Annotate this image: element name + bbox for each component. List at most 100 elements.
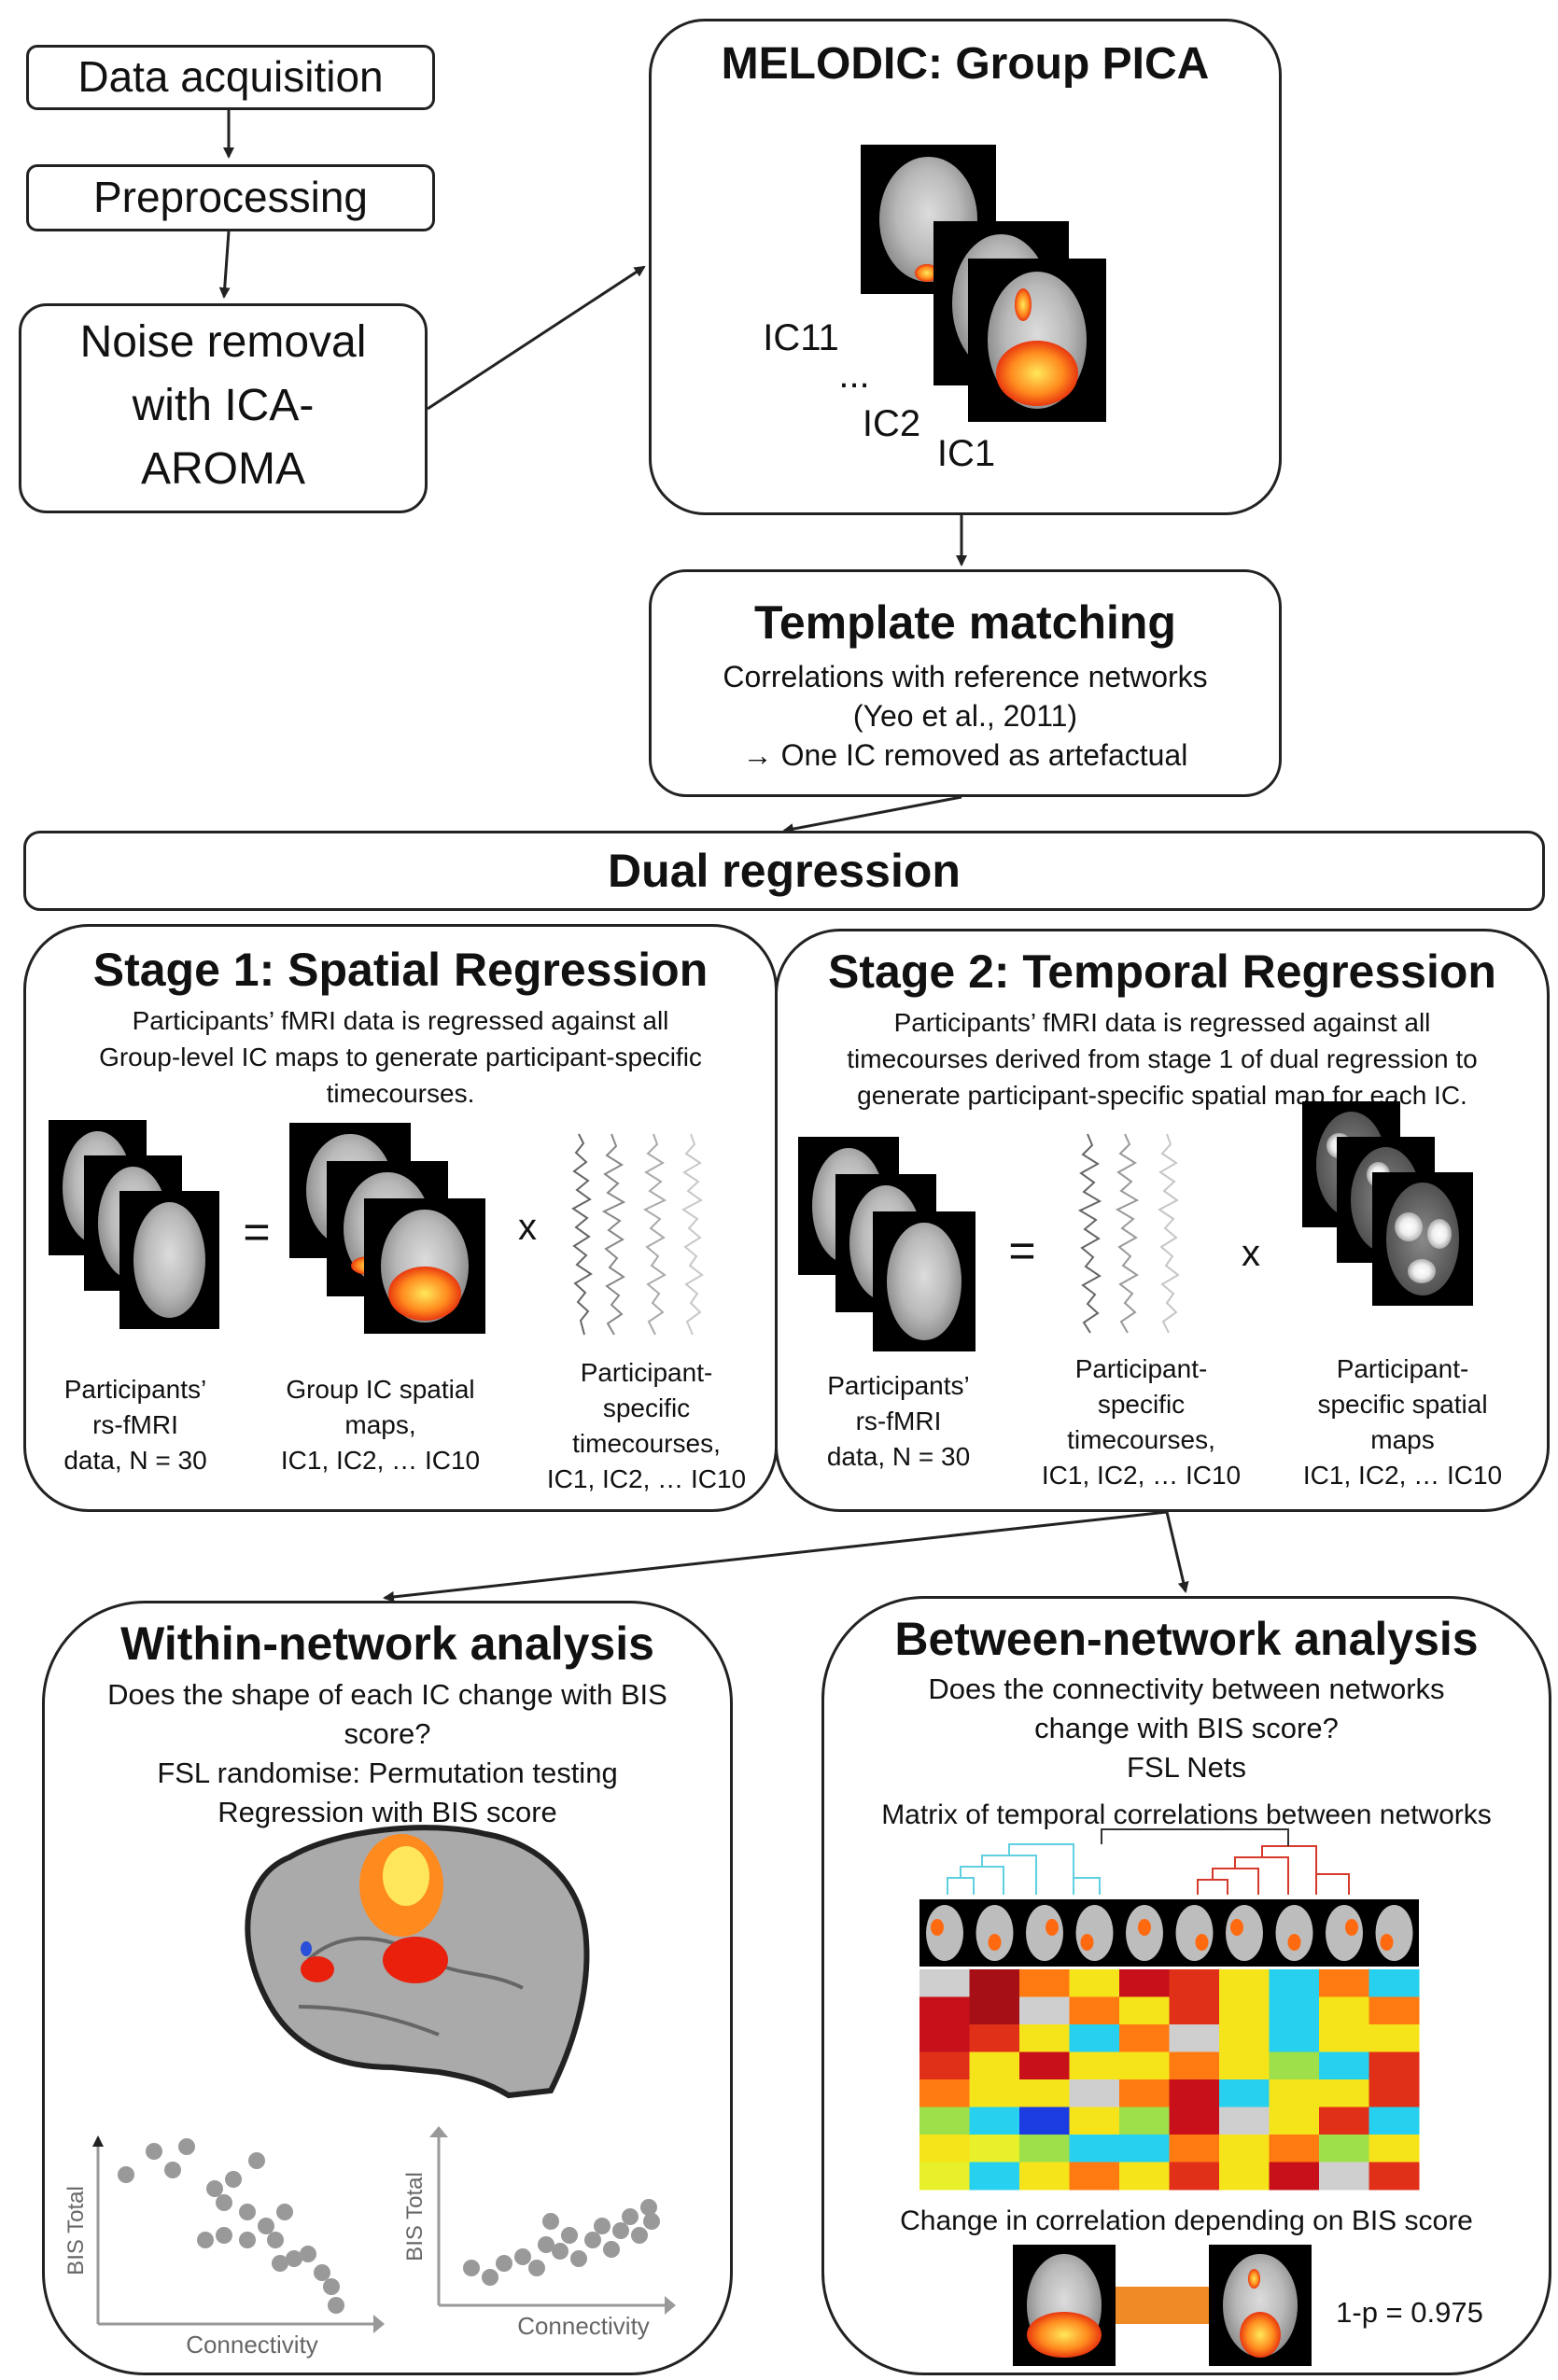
- matrix-cell: [1319, 2051, 1369, 2080]
- dual-regression-title: Dual regression: [608, 845, 961, 897]
- matrix-cell: [969, 1969, 1020, 1997]
- within-method-line2: Regression with BIS score: [218, 1796, 557, 1828]
- stage2-caption1-line1: Participants’: [827, 1371, 970, 1400]
- matrix-cell: [1019, 2079, 1070, 2107]
- matrix-cell: [1119, 2051, 1170, 2080]
- stage1-caption3-line2: specific: [602, 1393, 691, 1422]
- matrix-cell: [1019, 2051, 1070, 2080]
- network-thumbnail-activation: [988, 1934, 1002, 1951]
- matrix-cell: [1169, 2079, 1220, 2107]
- matrix-cell: [1119, 2079, 1170, 2107]
- matrix-cell: [919, 2135, 970, 2163]
- stage2-caption3-line1: Participant-: [1336, 1354, 1469, 1383]
- matrix-cell: [1169, 2024, 1220, 2052]
- network-thumbnail-activation: [1287, 1934, 1301, 1951]
- stage1-caption1-line2: rs-fMRI: [92, 1410, 178, 1439]
- matrix-cell: [1069, 2135, 1120, 2163]
- between-question-line2: change with BIS score?: [1034, 1712, 1339, 1744]
- data-acquisition-label: Data acquisition: [77, 52, 384, 101]
- right-arrow-icon: →: [742, 738, 773, 772]
- matrix-cell: [1319, 1996, 1369, 2025]
- stage2-caption3-line3: maps: [1370, 1425, 1435, 1454]
- matrix-cell: [1069, 2024, 1120, 2052]
- stage2-desc2: timecourses derived from stage 1 of dual…: [847, 1044, 1478, 1073]
- arrow-preproc-to-noise: [218, 231, 231, 299]
- matrix-cell: [1119, 1996, 1170, 2025]
- matrix-cell: [969, 2051, 1020, 2080]
- scatter2-x-label: Connectivity: [517, 2312, 650, 2340]
- stage2-desc1: Participants’ fMRI data is regressed aga…: [893, 1008, 1431, 1037]
- stage2-fmri-brain-3: [873, 1211, 976, 1351]
- matrix-cell: [1119, 2162, 1170, 2191]
- stage1-caption3-line1: Participant-: [580, 1358, 713, 1387]
- matrix-cell: [1019, 2024, 1070, 2052]
- stage1-desc3: timecourses.: [326, 1079, 475, 1108]
- matrix-cell: [1219, 2024, 1270, 2052]
- matrix-cell: [1119, 2024, 1170, 2052]
- matrix-cell: [1169, 2051, 1220, 2080]
- change-caption: Change in correlation depending on BIS s…: [900, 2205, 1473, 2236]
- matrix-cell: [969, 2079, 1020, 2107]
- stage2-caption1-line3: data, N = 30: [826, 1442, 971, 1471]
- matrix-cell: [1019, 2107, 1070, 2135]
- network-thumbnail-brain: [1275, 1905, 1313, 1961]
- matrix-cell: [919, 1996, 970, 2025]
- matrix-cell: [1269, 2079, 1320, 2107]
- matrix-cell: [1119, 2135, 1170, 2163]
- stage1-caption1-line3: data, N = 30: [63, 1446, 207, 1475]
- matrix-cell: [969, 1996, 1020, 2025]
- network-thumbnail-activation: [1138, 1919, 1151, 1936]
- preprocessing-box: [26, 164, 435, 231]
- matrix-cell: [1369, 2135, 1420, 2163]
- matrix-cell: [1169, 1996, 1220, 2025]
- template-line2: (Yeo et al., 2011): [852, 699, 1078, 733]
- matrix-cell: [1319, 2162, 1369, 2191]
- template-line3: One IC removed as artefactual: [780, 738, 1188, 772]
- between-network-title: Between-network analysis: [894, 1613, 1479, 1665]
- within-question-line1: Does the shape of each IC change with BI…: [107, 1678, 667, 1711]
- arrow-stage-to-within: [383, 1510, 1168, 1603]
- matrix-cell: [1219, 2051, 1270, 2080]
- matrix-cell: [1269, 1996, 1320, 2025]
- stage1-caption3-line4: IC1, IC2, … IC10: [546, 1464, 747, 1493]
- matrix-cell: [1069, 2051, 1120, 2080]
- matrix-cell: [1169, 2162, 1220, 2191]
- noise-removal-box: [19, 303, 428, 513]
- stage2-equals: =: [1008, 1225, 1036, 1277]
- matrix-cell: [969, 2024, 1020, 2052]
- stage1-caption3-line3: timecourses,: [572, 1429, 721, 1458]
- matrix-cell: [1169, 2107, 1220, 2135]
- stage2-caption3-line4: IC1, IC2, … IC10: [1302, 1461, 1503, 1490]
- matrix-cell: [1369, 2162, 1420, 2191]
- stage1-caption2-line1: Group IC spatial: [286, 1375, 475, 1404]
- ic11-label: IC11: [763, 317, 839, 358]
- scatter1-x-label: Connectivity: [186, 2331, 318, 2359]
- network-thumbnail-brain: [976, 1905, 1014, 1961]
- matrix-cell: [1269, 1969, 1320, 1997]
- matrix-cell: [1219, 2162, 1270, 2191]
- matrix-cell: [1369, 1996, 1420, 2025]
- stage2-caption2-line2: specific: [1097, 1390, 1186, 1419]
- matrix-caption: Matrix of temporal correlations between …: [881, 1799, 1492, 1830]
- matrix-cell: [919, 2162, 970, 2191]
- matrix-cell: [919, 2079, 970, 2107]
- matrix-cell: [1169, 1969, 1220, 1997]
- matrix-cell: [1019, 2135, 1070, 2163]
- matrix-cell: [1319, 1969, 1369, 1997]
- matrix-cell: [1369, 2051, 1420, 2080]
- matrix-cell: [1119, 1969, 1170, 1997]
- matrix-cell: [1319, 2135, 1369, 2163]
- matrix-cell: [1369, 2107, 1420, 2135]
- network-thumbnail-activation: [1046, 1919, 1059, 1936]
- matrix-cell: [1269, 2162, 1320, 2191]
- arrow-noise-to-melodic: [427, 265, 646, 411]
- stage1-caption2-line2: maps,: [344, 1410, 416, 1439]
- melodic-title: MELODIC: Group PICA: [721, 39, 1210, 89]
- matrix-cell: [969, 2162, 1020, 2191]
- noise-removal-line2: with ICA-: [132, 381, 315, 430]
- matrix-cell: [1019, 1996, 1070, 2025]
- network-thumbnail-activation: [931, 1919, 944, 1936]
